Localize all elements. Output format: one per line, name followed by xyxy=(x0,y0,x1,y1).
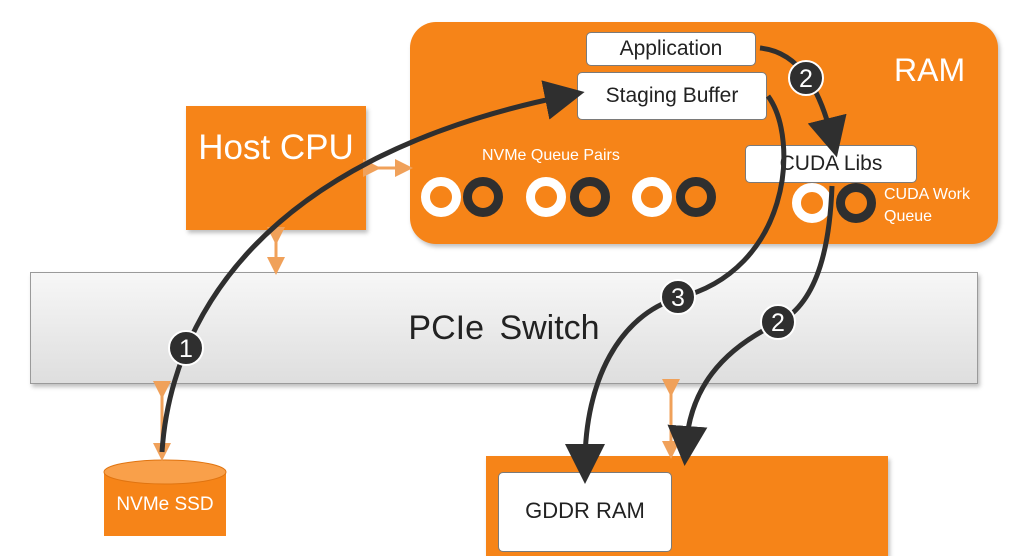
host-cpu-box: Host CPU xyxy=(186,106,366,230)
pcie-switch-label: PCIe Switch xyxy=(408,309,600,347)
path-staging-to-gddr xyxy=(565,94,787,484)
staging-buffer-box: Staging Buffer xyxy=(577,72,767,120)
step-2-badge: 2 xyxy=(788,60,824,96)
nvme-queue-pairs-label: NVMe Queue Pairs xyxy=(482,147,620,164)
path-cuda-to-gddr xyxy=(667,185,835,466)
nvme-ssd-cylinder xyxy=(103,459,227,536)
nvme-completion-queue-ring xyxy=(463,177,503,217)
nvme-submission-queue-ring xyxy=(421,177,461,217)
svg-text:3: 3 xyxy=(671,284,685,312)
cuda-work-queue-label: CUDA Work Queue xyxy=(884,186,970,225)
diagram-overlay: 1 2 3 2 xyxy=(103,45,847,536)
svg-text:1: 1 xyxy=(179,335,193,363)
step-3-badge: 3 xyxy=(660,279,696,315)
step-2-badge: 2 xyxy=(760,304,796,340)
path-app-to-cuda-libs xyxy=(759,45,847,158)
ram-label: RAM xyxy=(894,52,966,88)
nvme-completion-queue-ring xyxy=(570,177,610,217)
svg-text:2: 2 xyxy=(771,309,785,337)
step-1-badge: 1 xyxy=(168,330,204,366)
cuda-work-queue-ring xyxy=(836,183,876,223)
nvme-ssd-label: NVMe SSD xyxy=(116,494,214,515)
application-box: Application xyxy=(586,32,756,66)
svg-text:2: 2 xyxy=(799,65,813,93)
nvme-submission-queue-ring xyxy=(632,177,672,217)
nvme-completion-queue-ring xyxy=(676,177,716,217)
path-ssd-to-staging xyxy=(159,80,585,453)
cuda-work-queue-ring xyxy=(792,183,832,223)
nvme-submission-queue-ring xyxy=(526,177,566,217)
host-cpu-label: Host CPU xyxy=(198,128,354,167)
